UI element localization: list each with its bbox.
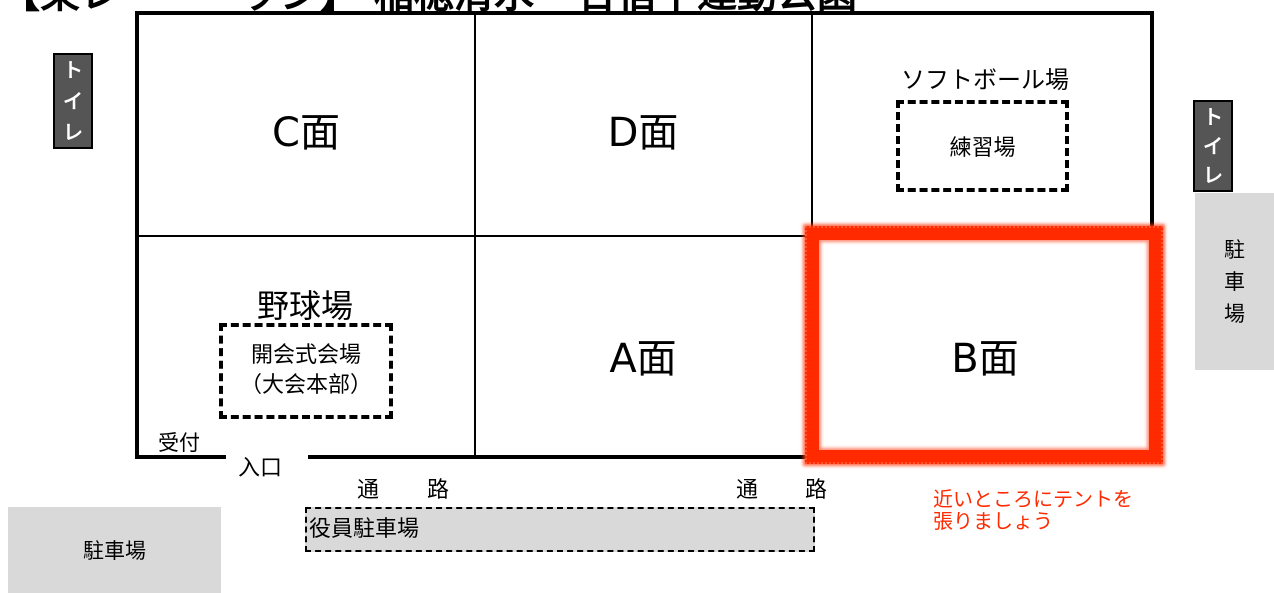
parking-right-char-3: 場: [1224, 301, 1245, 326]
reception-label: 受付: [158, 431, 200, 455]
practice-area-label: 練習場: [949, 136, 1016, 161]
ceremony-line-1: 開会式会場: [250, 343, 361, 368]
practice-area: 練習場: [896, 100, 1069, 192]
passage-right-char-1: 通: [736, 478, 759, 503]
tent-note-line-1: 近いところにテントを: [933, 487, 1133, 511]
entrance-label: 入口: [238, 456, 283, 481]
ceremony-line-2: （大会本部）: [239, 373, 372, 398]
passage-left-char-2: 路: [427, 478, 450, 503]
tent-note: 近いところにテントを 張りましょう: [933, 488, 1133, 532]
toilet-right-char-3: レ: [1203, 163, 1223, 188]
field-a-label: A面: [609, 336, 677, 382]
staff-parking: 役員駐車場: [305, 507, 815, 552]
parking-right-char-1: 駐: [1224, 237, 1245, 262]
passage-left-char-1: 通: [357, 478, 380, 503]
parking-right-char-2: 車: [1224, 269, 1245, 294]
toilet-left-char-2: イ: [63, 88, 83, 113]
field-d-label: D面: [607, 110, 679, 156]
toilet-left-char-1: ト: [63, 58, 83, 83]
field-b-highlight: [805, 226, 1163, 464]
toilet-left-char-3: レ: [63, 119, 83, 144]
page-title: 【東レ・・・ッジ】 稲穂清水 · 合宿下運動公園: [0, 0, 1100, 14]
parking-right: 駐 車 場: [1195, 193, 1274, 370]
parking-bottom-left-label: 駐車場: [83, 539, 146, 563]
toilet-right-char-1: ト: [1203, 104, 1223, 129]
passage-right-char-2: 路: [805, 478, 828, 503]
parking-bottom-left: 駐車場: [8, 507, 221, 593]
field-b-label: B面: [951, 336, 1019, 382]
divider-horizontal: [136, 235, 1152, 237]
opening-ceremony-venue: 開会式会場 （大会本部）: [219, 323, 393, 419]
baseball-field-label: 野球場: [256, 287, 353, 325]
toilet-left: ト イ レ: [53, 53, 93, 149]
field-c-label: C面: [272, 110, 340, 156]
entrance-gap: [226, 451, 308, 479]
softball-field-label: ソフトボール場: [901, 66, 1069, 94]
tent-note-line-2: 張りましょう: [933, 509, 1053, 533]
toilet-right-char-2: イ: [1203, 133, 1223, 158]
toilet-right: ト イ レ: [1193, 100, 1233, 192]
staff-parking-label: 役員駐車場: [309, 517, 420, 542]
